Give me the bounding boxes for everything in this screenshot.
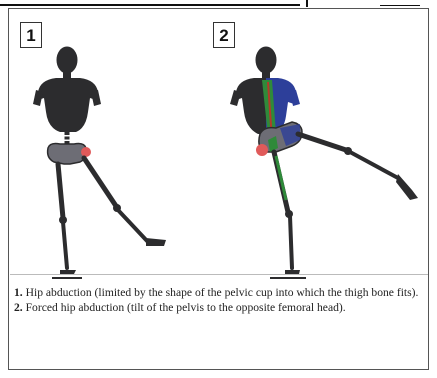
caption-block: 1. Hip abduction (limited by the shape o… [14, 286, 424, 315]
skeleton-figure-1 [33, 47, 166, 278]
caption-2: 2. Forced hip abduction (tilt of the pel… [14, 301, 424, 316]
caption-2-number: 2. [14, 301, 23, 314]
caption-2-text: Forced hip abduction (tilt of the pelvis… [26, 301, 346, 314]
caption-1: 1. Hip abduction (limited by the shape o… [14, 286, 424, 301]
caption-divider [10, 274, 428, 275]
skeleton-figure-2 [230, 47, 418, 278]
caption-1-text: Hip abduction (limited by the shape of t… [26, 286, 419, 299]
caption-1-number: 1. [14, 286, 23, 299]
